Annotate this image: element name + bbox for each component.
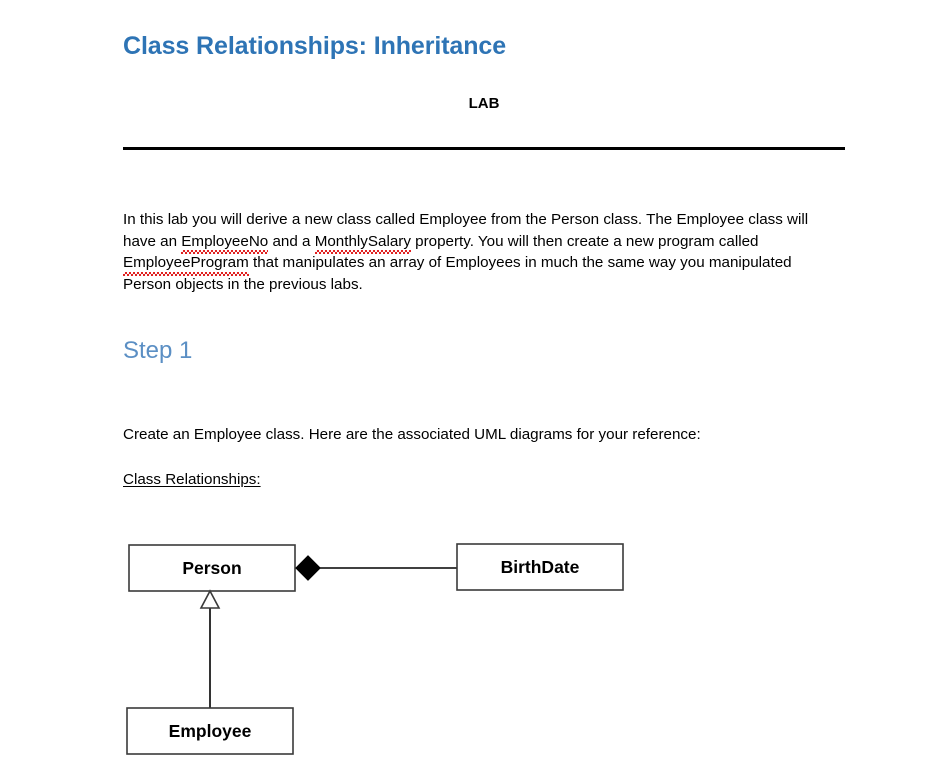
intro-text-part2: and a: [268, 232, 315, 250]
uml-class-employee-label: Employee: [169, 721, 252, 741]
lab-label: LAB: [468, 95, 500, 112]
step-heading: Step 1: [123, 337, 193, 364]
diagram-section-label: Class Relationships:: [123, 471, 261, 488]
intro-paragraph: In this lab you will derive a new class …: [123, 209, 823, 295]
header-divider: [123, 147, 845, 150]
intro-text-part4: that manipulates an array of Employees i…: [123, 254, 792, 293]
uml-class-person-label: Person: [182, 558, 241, 578]
uml-class-person: Person: [128, 544, 296, 592]
misspelled-word-employeeno: EmployeeNo: [181, 231, 268, 254]
uml-class-birthdate-label: BirthDate: [501, 557, 580, 577]
uml-class-employee: Employee: [126, 707, 294, 755]
hollow-triangle-icon: [199, 589, 221, 609]
step-instruction: Create an Employee class. Here are the a…: [123, 426, 701, 444]
page-title: Class Relationships: Inheritance: [123, 32, 507, 60]
uml-class-diagram: Person BirthDate Employee: [120, 535, 640, 765]
filled-diamond-icon: [295, 555, 321, 581]
intro-text-part3: property. You will then create a new pro…: [410, 232, 759, 250]
uml-class-birthdate: BirthDate: [456, 543, 624, 591]
intro-text-part1: In this lab you will derive a new class …: [123, 211, 809, 250]
misspelled-word-monthlysalary: MonthlySalary: [314, 231, 412, 254]
misspelled-word-employeeprogram: EmployeeProgram: [123, 252, 249, 276]
